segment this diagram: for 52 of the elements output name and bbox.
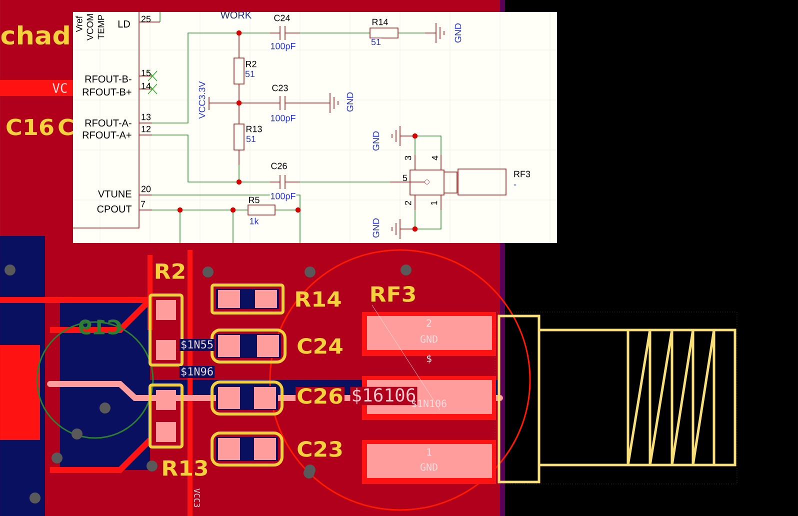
schematic-label: R13	[246, 126, 262, 132]
schematic-label: RFOUT-B+	[82, 88, 132, 96]
pin-number: 4	[432, 156, 438, 160]
component-value: -	[513, 184, 517, 188]
net-label: $	[426, 354, 432, 364]
silkscreen-label: C16	[6, 118, 54, 136]
silkscreen-label: C	[58, 118, 73, 136]
silkscreen-label: C24	[298, 338, 342, 354]
pin-number: 14	[142, 82, 151, 90]
schematic-label: RFOUT-B-	[85, 75, 132, 83]
pin-number: 12	[142, 126, 151, 132]
schematic-label: Vref	[76, 16, 82, 32]
pin-number: 1	[430, 200, 438, 205]
pin-number: 15	[142, 70, 151, 76]
schematic-label: C23	[272, 84, 288, 92]
schematic-label: R2	[246, 60, 256, 68]
schematic-label: VTUNE	[98, 190, 132, 198]
schematic-label: C24	[274, 14, 290, 22]
net-label: VCC3	[194, 488, 200, 508]
pin-number: 25	[141, 16, 151, 22]
schematic-label: R5	[249, 196, 260, 204]
pin-number: 3	[404, 156, 412, 160]
schematic-label: TEMP	[98, 14, 104, 40]
silkscreen-label: R14	[296, 291, 341, 307]
schematic-label: LD	[118, 20, 130, 28]
silkscreen-label: C23	[298, 441, 342, 457]
net-label: $1N55	[179, 339, 215, 351]
silkscreen-label: R2	[156, 263, 184, 279]
net-label: WORK	[220, 11, 252, 19]
net-label: VC	[52, 83, 67, 93]
net-label: GND	[420, 463, 438, 471]
net-label: $1N96	[179, 366, 215, 378]
pin-number: 5	[402, 174, 408, 182]
schematic-label: C26	[271, 162, 287, 170]
schematic-label: RFOUT-A-	[85, 119, 132, 127]
pin-number: 2	[404, 200, 412, 206]
pin-number: 20	[141, 186, 151, 192]
schematic-label: RFOUT-A+	[82, 131, 132, 139]
pin-number: 7	[140, 200, 146, 208]
net-label: 2	[426, 319, 432, 327]
silkscreen-label: RF3	[371, 286, 415, 302]
silkscreen-label: C26	[296, 387, 344, 405]
net-label: 1	[427, 448, 432, 456]
schematic-label: CPOUT	[97, 205, 132, 213]
net-label: GND	[420, 335, 438, 343]
component-value: 1k	[248, 217, 260, 225]
silkscreen-label: R13	[163, 460, 208, 476]
pin-number: 13	[142, 114, 151, 120]
schematic-label: R14	[372, 18, 388, 26]
schematic-label: RF3	[514, 170, 530, 178]
silkscreen-label: chad	[1, 25, 69, 45]
schematic-label: VCOM	[86, 14, 94, 40]
